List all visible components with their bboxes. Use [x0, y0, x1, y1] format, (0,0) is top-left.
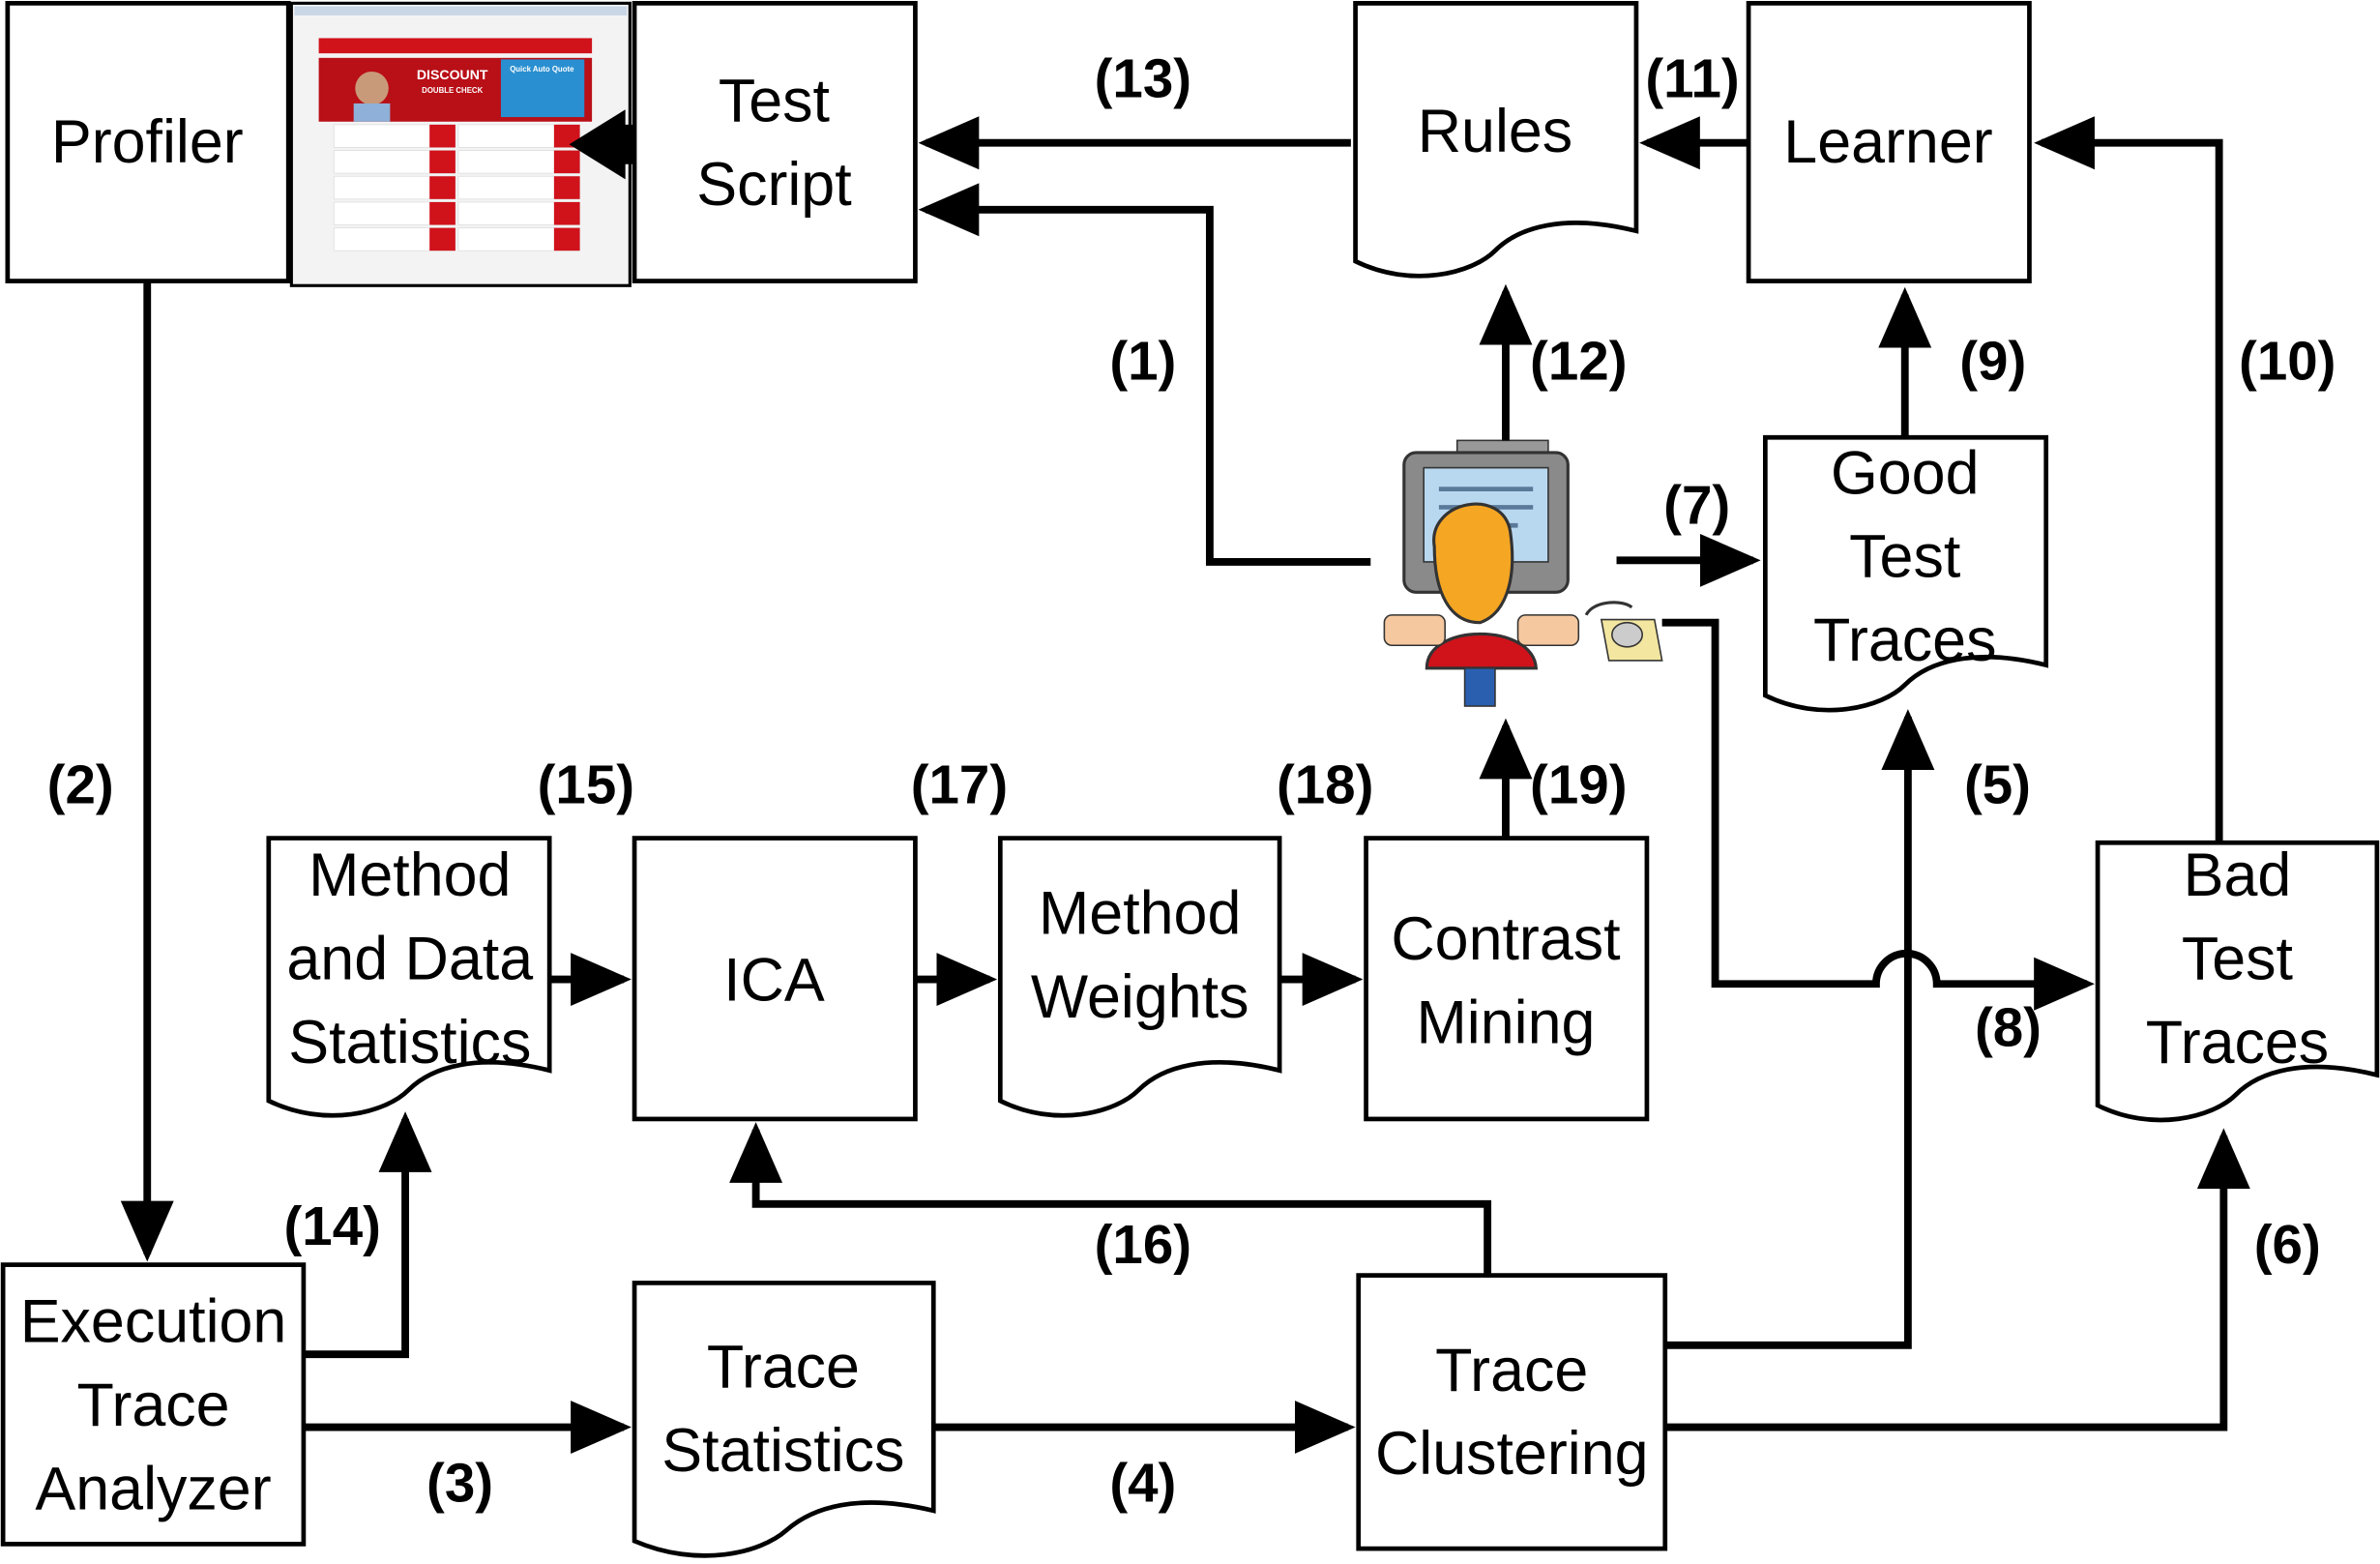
- edge-label: (7): [1663, 475, 1730, 536]
- svg-text:DOUBLE CHECK: DOUBLE CHECK: [422, 86, 483, 95]
- edge-label: (9): [1959, 331, 2026, 392]
- edge-label: (12): [1530, 331, 1627, 392]
- node-contrast-mining: Contrast Mining: [1364, 836, 1650, 1122]
- svg-text:Trace: Trace: [1435, 1337, 1588, 1404]
- edge-1: [918, 183, 1371, 566]
- edge-8: [1661, 618, 2095, 1011]
- svg-text:Good: Good: [1831, 439, 1980, 507]
- svg-text:Test: Test: [719, 68, 830, 135]
- person-at-computer-icon: [1383, 439, 1663, 707]
- edge-label: (13): [1095, 48, 1191, 109]
- edge-label: (10): [2239, 331, 2336, 392]
- node-method-weights: Method Weights: [997, 836, 1282, 1118]
- edge-label: (3): [426, 1452, 493, 1513]
- edge-16: [729, 1122, 1492, 1276]
- edge-label: (4): [1109, 1452, 1176, 1513]
- svg-text:Statistics: Statistics: [661, 1417, 904, 1485]
- svg-text:Bad: Bad: [2184, 841, 2292, 909]
- edge-label: (15): [538, 753, 634, 814]
- svg-text:Clustering: Clustering: [1375, 1420, 1649, 1488]
- edge-label: (18): [1277, 753, 1373, 814]
- node-test-script: Test Script: [632, 0, 918, 283]
- svg-text:Learner: Learner: [1783, 108, 1992, 176]
- svg-text:Contrast: Contrast: [1391, 905, 1620, 973]
- svg-text:Mining: Mining: [1417, 989, 1596, 1056]
- edge-label: (16): [1095, 1214, 1191, 1275]
- edge-label: (6): [2254, 1214, 2321, 1275]
- svg-text:Quick Auto Quote: Quick Auto Quote: [510, 65, 574, 74]
- edge-labels: (13) (11) (1) (12) (9) (10) (7) (2) (15)…: [47, 48, 2336, 1514]
- edge-10: [2034, 116, 2223, 843]
- edge-14: [303, 1111, 432, 1359]
- node-trace-clustering: Trace Clustering: [1356, 1273, 1668, 1551]
- svg-text:Analyzer: Analyzer: [35, 1455, 271, 1522]
- svg-text:Script: Script: [696, 151, 851, 219]
- node-method-data-statistics: Method and Data Statistics: [266, 836, 552, 1118]
- website-screenshot: DISCOUNT DOUBLE CHECK Quick Auto Quote: [289, 1, 674, 287]
- svg-text:Method: Method: [1039, 879, 1241, 947]
- node-trace-statistics: Trace Statistics: [632, 1281, 936, 1558]
- edge-6: [1664, 1128, 2250, 1431]
- node-profiler: Profiler: [5, 0, 291, 283]
- edge-label: (14): [283, 1195, 380, 1256]
- svg-text:Trace: Trace: [76, 1372, 229, 1439]
- svg-text:Method: Method: [309, 841, 511, 909]
- svg-text:and Data: and Data: [286, 926, 533, 993]
- node-rules: Rules: [1353, 0, 1639, 279]
- edges: [120, 116, 2250, 1455]
- node-execution-trace-analyzer: Execution Trace Analyzer: [0, 1262, 307, 1547]
- edge-label: (1): [1109, 331, 1176, 392]
- node-label: Profiler: [51, 108, 244, 176]
- edge-label: (8): [1975, 997, 2042, 1058]
- edge-label: (17): [911, 753, 1008, 814]
- edge-label: (11): [1645, 48, 1739, 109]
- svg-text:Test: Test: [2182, 926, 2293, 993]
- svg-text:ICA: ICA: [723, 947, 825, 1015]
- node-bad-test-traces: Bad Test Traces: [2095, 840, 2380, 1123]
- svg-text:Test: Test: [1849, 523, 1960, 591]
- svg-text:Weights: Weights: [1031, 963, 1249, 1031]
- edge-label: (19): [1530, 753, 1627, 814]
- edge-label: (2): [47, 753, 114, 814]
- edge-5: [1664, 709, 1935, 1349]
- svg-text:Rules: Rules: [1418, 98, 1572, 165]
- svg-text:Statistics: Statistics: [288, 1009, 531, 1077]
- svg-text:Traces: Traces: [1813, 606, 1997, 674]
- svg-text:Trace: Trace: [707, 1334, 860, 1402]
- node-good-test-traces: Good Test Traces: [1762, 434, 2049, 713]
- node-ica: ICA: [632, 836, 918, 1122]
- svg-text:Execution: Execution: [20, 1288, 287, 1356]
- node-learner: Learner: [1746, 0, 2032, 283]
- svg-text:DISCOUNT: DISCOUNT: [417, 67, 488, 82]
- edge-label: (5): [1964, 753, 2031, 814]
- svg-text:Traces: Traces: [2146, 1009, 2330, 1077]
